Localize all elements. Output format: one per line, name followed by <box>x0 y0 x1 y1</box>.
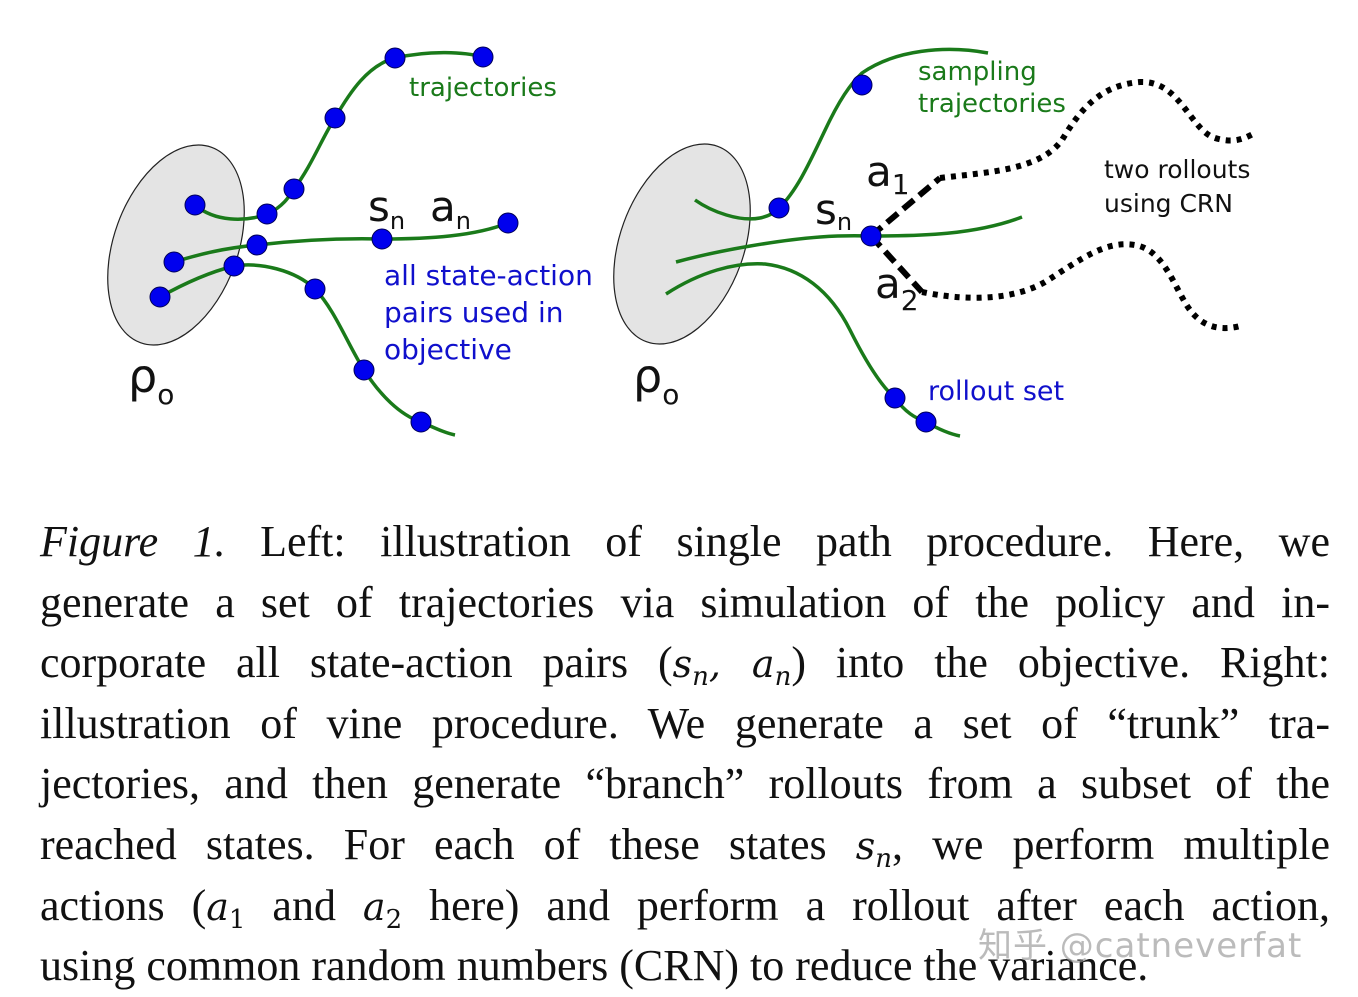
left-panel-single-path: trajectories sn an all state-action pair… <box>107 46 593 437</box>
math-a2: a2 <box>362 884 403 935</box>
state-dot <box>184 194 206 216</box>
state-dot <box>149 286 171 308</box>
action-a1-dashed <box>869 175 942 239</box>
caption-line: actions (a1 and a2 here) and perform a r… <box>40 876 1330 937</box>
figure-label: Figure 1. <box>40 517 226 566</box>
rollout-1-dotted <box>939 78 1257 181</box>
rollout-set-label: rollout set <box>928 376 1064 407</box>
caption-line: illustration of vine procedure. We gener… <box>40 698 1330 748</box>
sampling-trajectories-label-line2: trajectories <box>918 89 1066 119</box>
initial-state-distribution-ellipse <box>613 143 751 345</box>
rho0-label: ρo <box>128 349 174 411</box>
rollout-2-dotted <box>921 241 1241 331</box>
action-a2-dashed <box>868 233 925 295</box>
state-dot-sn <box>860 225 882 247</box>
caption-text: , we perform multiple <box>892 819 1331 869</box>
caption-line: using common random numbers (CRN) to red… <box>40 941 1149 991</box>
objective-label-line2: pairs used in <box>384 296 563 329</box>
math-a1: a1 <box>206 884 246 935</box>
caption-text: actions ( <box>40 880 207 930</box>
state-dot <box>768 197 790 219</box>
state-dot <box>410 411 432 433</box>
caption-text: here) and perform a rollout after each a… <box>402 880 1330 930</box>
state-dot <box>353 359 375 381</box>
state-dot <box>223 255 245 277</box>
state-dot <box>163 251 185 273</box>
objective-label-line3: objective <box>384 333 512 366</box>
state-dot <box>884 387 906 409</box>
a2-label: a2 <box>875 259 919 317</box>
math-comma: , <box>708 642 752 687</box>
caption-text: reached states. For each of these states <box>40 819 856 869</box>
state-dot <box>851 74 873 96</box>
caption-line: reached states. For each of these states… <box>40 815 1330 876</box>
state-dot-sn <box>371 228 393 250</box>
caption-line: jectories, and then generate “branch” ro… <box>40 759 1330 809</box>
crn-label-line2: using CRN <box>1104 189 1233 218</box>
sampling-trajectories-label-line1: sampling <box>918 57 1037 87</box>
state-dot <box>256 203 278 225</box>
caption-line: Figure 1. Left: illustration of single p… <box>40 512 1330 573</box>
state-dot <box>472 46 494 68</box>
state-dot <box>324 107 346 129</box>
sn-label: sn <box>815 185 852 236</box>
state-dot <box>283 178 305 200</box>
caption-text: ) into the objective. Right: <box>791 638 1330 688</box>
figure-caption: Figure 1. Left: illustration of single p… <box>40 512 1330 997</box>
caption-line: corporate all state-action pairs (sn, an… <box>40 633 1330 694</box>
state-dot <box>497 212 519 234</box>
caption-line: generate a set of trajectories via simul… <box>40 577 1330 627</box>
trajectory-middle <box>675 215 1023 264</box>
rho0-label: ρo <box>633 349 679 411</box>
crn-label-line1: two rollouts <box>1104 155 1250 184</box>
right-panel-vine: sampling trajectories a1 sn a2 two rollo… <box>613 47 1257 438</box>
caption-text: and <box>245 880 363 930</box>
state-dot <box>384 47 406 69</box>
caption-text: Left: illustration of single path proced… <box>225 517 1330 566</box>
trajectory-middle <box>173 221 509 264</box>
a1-label: a1 <box>866 147 910 201</box>
figure-diagram: trajectories sn an all state-action pair… <box>107 46 1257 438</box>
caption-text: corporate all state-action pairs ( <box>40 638 673 688</box>
state-dot <box>304 278 326 300</box>
math-sn: sn <box>672 642 709 693</box>
state-dot <box>915 411 937 433</box>
math-sn: sn <box>855 823 893 874</box>
an-label: an <box>430 182 471 235</box>
initial-state-distribution-ellipse <box>107 144 245 346</box>
trajectories-label: trajectories <box>409 73 557 103</box>
objective-label-line1: all state-action <box>384 259 593 292</box>
sn-label: sn <box>368 182 405 235</box>
math-an: an <box>751 642 792 693</box>
trajectory-upper <box>693 47 989 221</box>
state-dot <box>246 234 268 256</box>
